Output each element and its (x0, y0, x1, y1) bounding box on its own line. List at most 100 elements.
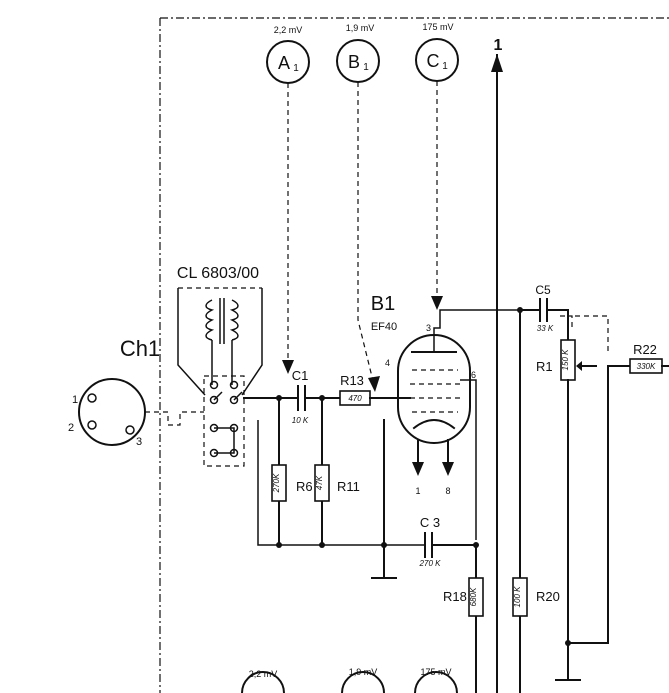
junction-dot (381, 542, 387, 548)
connector-shield-wire (145, 411, 204, 426)
resistor-r20: 100 K R20 (512, 577, 560, 617)
connector-pin-1 (87, 393, 97, 403)
meter-a2-reading: 2,2 mV (249, 669, 278, 679)
connector-pin-2-label: 2 (68, 422, 74, 434)
resistor-r11: 47K R11 (314, 464, 360, 502)
resistor-r6: 270K R6 (271, 464, 313, 502)
c5-shield (560, 315, 573, 330)
heater-pin-8-label: 8 (445, 486, 450, 496)
b-plus-rail-arrow (491, 54, 503, 72)
meter-c2: 175 mV (413, 667, 459, 693)
meter-c1-sub: 1 (442, 61, 448, 72)
r18-label: R18 (443, 589, 467, 604)
tube-anode-lead (433, 309, 520, 352)
r18-value: 680K (469, 587, 478, 606)
resistor-r22: 330K R22 (629, 342, 663, 374)
r18-body (468, 577, 484, 617)
switch-contact (209, 380, 219, 390)
c1-value: 10 K (292, 416, 309, 425)
capacitor-c1: C1 10 K (292, 368, 309, 425)
heater-arrow-8 (442, 462, 454, 476)
tube-pin-g1: 4 (385, 358, 390, 368)
input-connector: 1 2 3 (68, 378, 204, 448)
capacitor-c3: C 3 270 K (419, 515, 442, 568)
probe-arrow-a1 (282, 360, 294, 374)
r11-value: 47K (315, 475, 324, 490)
transformer-coil-leads (211, 340, 233, 385)
c3-value: 270 K (419, 559, 442, 568)
r13-value: 470 (348, 394, 362, 403)
tube-pin-g2: 6 (471, 370, 476, 380)
ground-bus (257, 420, 425, 546)
probe-line-b1 (357, 82, 375, 386)
c5-value: 33 K (537, 324, 554, 333)
meter-b2: 1,9 mV (340, 667, 386, 693)
tube-pin-anode: 3 (426, 323, 431, 333)
tube-cathode (412, 419, 456, 430)
switch-contact (229, 380, 239, 390)
switch-contact (229, 395, 239, 405)
meter-a2-circle (240, 671, 286, 693)
heater-pin-1-label: 1 (415, 486, 420, 496)
probe-arrow-b1 (368, 376, 380, 392)
meter-b1: 1,9 mV B 1 (336, 23, 380, 83)
capacitor-c5: C5 33 K (535, 283, 554, 333)
r22-value: 330K (637, 362, 656, 371)
connector-pin-3 (125, 425, 135, 435)
c5-label: C5 (535, 283, 551, 297)
transformer-primary-coil (205, 299, 215, 341)
connector-label: Ch1 (120, 336, 160, 361)
r1-value: 150 K (561, 349, 570, 371)
r22-label: R22 (633, 342, 657, 357)
resistor-r13: 470 R13 (339, 373, 371, 406)
transformer-secondary-coil (229, 299, 239, 341)
tube-screen-lead (460, 379, 477, 540)
r6-value: 270K (272, 473, 281, 493)
transformer (177, 287, 263, 396)
r13-label: R13 (340, 373, 364, 388)
switch-enclosure (203, 375, 245, 467)
r20-body (512, 577, 528, 617)
potentiometer-r1: 150 K R1 (536, 339, 597, 381)
junction-dot (319, 542, 325, 548)
wire-c5-to-r1 (546, 309, 569, 341)
r6-label: R6 (296, 479, 313, 494)
meter-a1-letter: A (278, 53, 290, 73)
r20-value: 100 K (513, 586, 522, 608)
tube-label: B1 (371, 293, 395, 315)
r11-label: R11 (337, 479, 360, 494)
c3-label: C 3 (420, 515, 440, 530)
r20-label: R20 (536, 589, 560, 604)
input-switch (203, 375, 245, 467)
switch-contact (209, 395, 219, 405)
meter-c1-reading: 175 mV (422, 22, 453, 32)
r6-body (271, 464, 287, 502)
r11-body (314, 464, 330, 502)
meter-b1-reading: 1,9 mV (346, 23, 375, 33)
switch-arms (213, 391, 243, 401)
meter-a2: 2,2 mV (240, 669, 286, 693)
meter-b2-circle (340, 671, 386, 693)
transformer-lead-left (177, 288, 206, 396)
connector-pin-2 (87, 420, 97, 430)
resistor-r18: 680K R18 (443, 577, 484, 617)
heater-arrow-1 (412, 462, 424, 476)
b-plus-rail-label: 1 (494, 37, 503, 54)
switch-link (214, 427, 235, 454)
meter-a1: 2,2 mV A 1 (266, 25, 310, 84)
transformer-lead-right (241, 288, 263, 396)
meter-c2-circle (413, 671, 459, 693)
meter-c1: 175 mV C 1 (415, 22, 459, 82)
meter-a1-sub: 1 (293, 63, 299, 74)
junction-dot (276, 542, 282, 548)
meter-b1-sub: 1 (363, 62, 369, 73)
c1-label: C1 (292, 368, 309, 383)
r1-label: R1 (536, 359, 553, 374)
meter-b1-letter: B (348, 52, 360, 72)
r1-wiper-arrow (576, 361, 582, 371)
r1-shield (575, 315, 609, 355)
transformer-type-label: CL 6803/00 (177, 265, 259, 282)
connector-pin-1-label: 1 (72, 394, 78, 406)
meter-a1-reading: 2,2 mV (274, 25, 303, 35)
